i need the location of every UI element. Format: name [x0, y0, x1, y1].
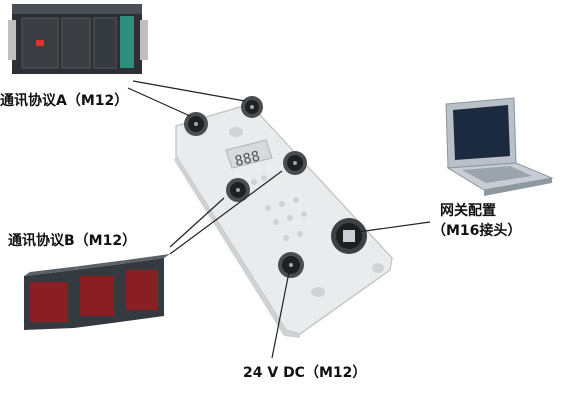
segment-display: 888: [225, 139, 273, 170]
connector-protocol-b-2-icon: [283, 151, 307, 175]
io-modules-icon: [24, 254, 170, 330]
leader-line-protocol-b-1: [169, 197, 225, 248]
connector-m16-icon: [331, 218, 367, 254]
laptop-icon: [445, 97, 554, 196]
connector-protocol-a-2-icon: [241, 96, 263, 118]
leader-line-protocol-a-1: [127, 87, 191, 117]
connector-power-icon: [278, 252, 304, 278]
leader-line-protocol-b-2: [169, 170, 283, 255]
label-gateway-config-line2: （M16接头）: [432, 223, 522, 239]
label-protocol-a: 通讯协议A（M12）: [0, 93, 129, 109]
leader-line-gateway-config: [357, 221, 431, 233]
label-protocol-b: 通讯协议B（M12）: [8, 233, 137, 249]
leader-line-protocol-a-2: [132, 80, 246, 102]
connector-protocol-a-1-icon: [184, 112, 208, 136]
leader-lines: [127, 80, 431, 359]
plc-controller-icon: [8, 4, 148, 74]
segment-display-text: 888: [233, 148, 261, 170]
label-power: 24 V DC（M12）: [243, 365, 367, 381]
leader-line-power: [271, 271, 290, 359]
label-gateway-config-line1: 网关配置: [440, 203, 496, 219]
connector-protocol-b-1-icon: [226, 178, 250, 202]
